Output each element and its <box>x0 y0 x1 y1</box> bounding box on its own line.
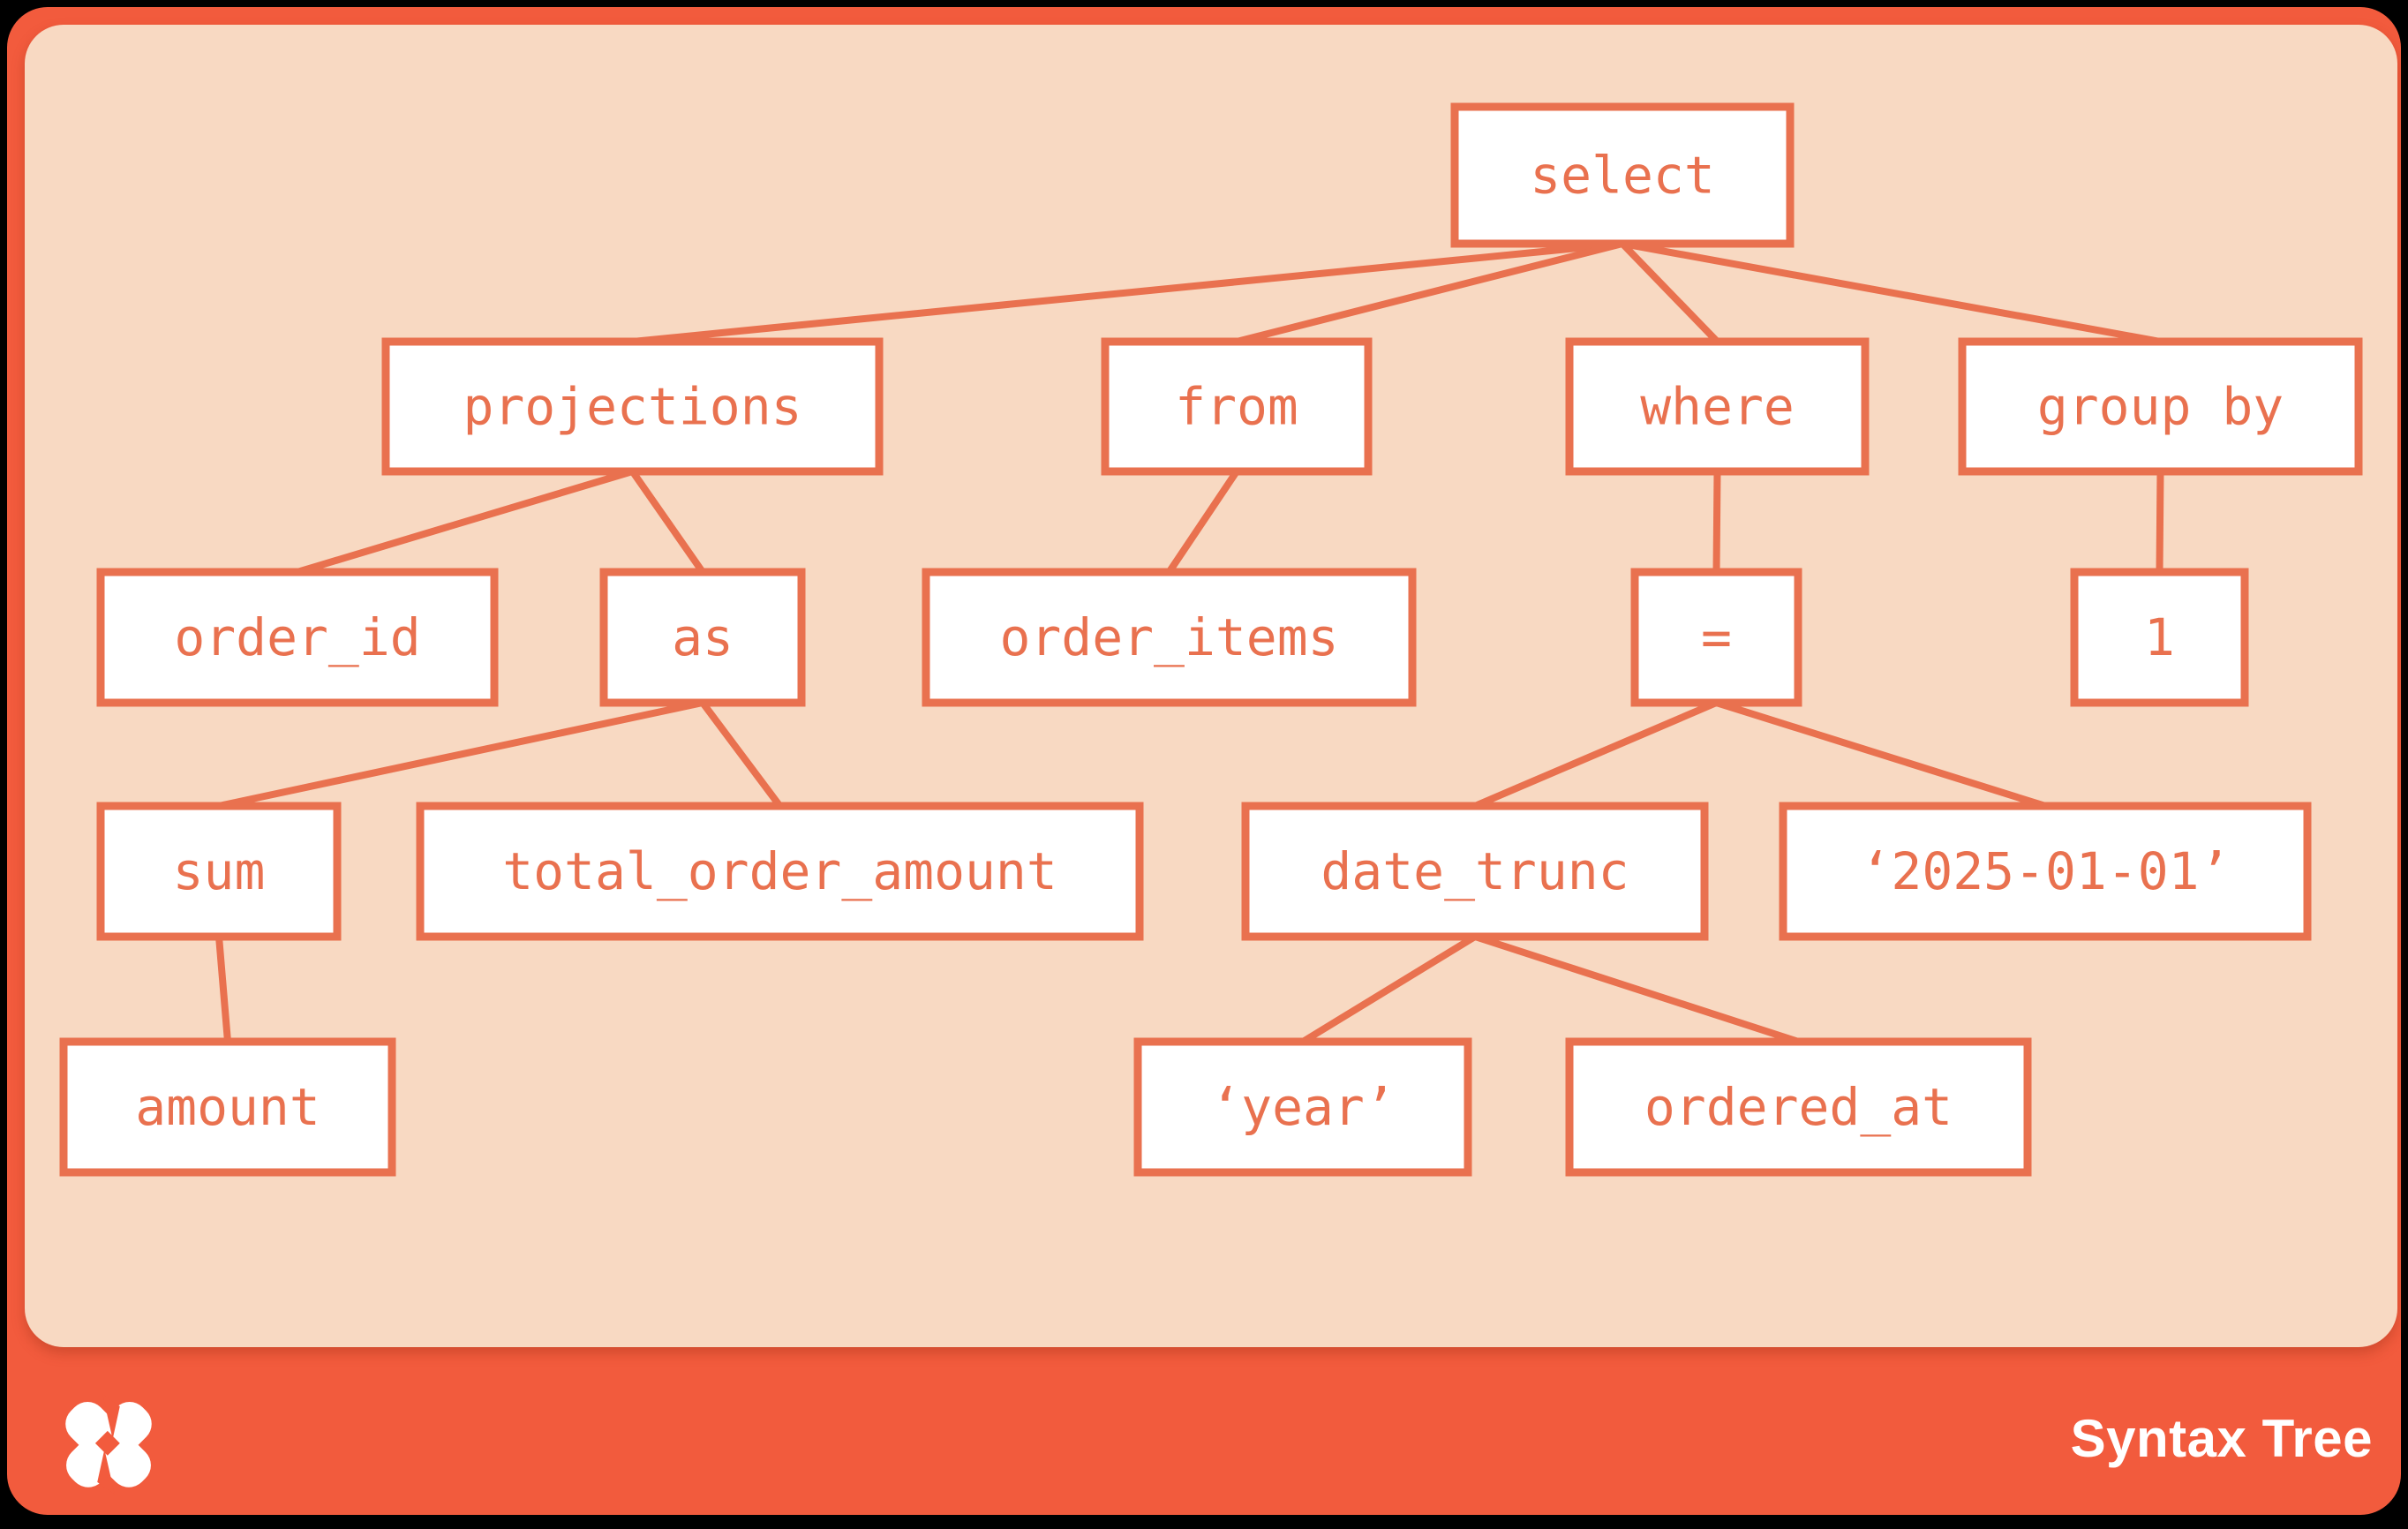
tree-node-total-order-amount: total_order_amount <box>416 802 1144 941</box>
node-label: amount <box>135 1077 320 1137</box>
node-box <box>96 568 499 707</box>
tree-edge-date-trunc-ordered-at <box>1473 933 1800 1045</box>
node-label: ‘2025-01-01’ <box>1860 841 2230 901</box>
tree-node-order-id: order_id <box>96 568 499 707</box>
tree-node-amount: amount <box>59 1037 396 1177</box>
node-label: group by <box>2037 377 2284 437</box>
tree-node-from: from <box>1101 337 1373 476</box>
tree-edge-select-projections <box>632 240 1623 345</box>
node-label: order_items <box>999 607 1338 667</box>
node-box <box>1630 568 1802 707</box>
tree-edge-projections-order-id <box>296 468 634 576</box>
tree-node-date-literal: ‘2025-01-01’ <box>1779 802 2312 941</box>
tree-edge-group-by-one <box>2156 471 2164 573</box>
tree-node-where: where <box>1565 337 1870 476</box>
tree-node-eq: = <box>1630 568 1802 707</box>
node-label: order_id <box>174 607 420 667</box>
tree-node-order-items: order_items <box>922 568 1417 707</box>
node-label: from <box>1175 377 1298 437</box>
tree-node-group-by: group by <box>1958 337 2363 476</box>
node-label: where <box>1640 377 1795 437</box>
tree-edge-sum-amount <box>215 936 231 1043</box>
tree-node-date-trunc: date_trunc <box>1241 802 1709 941</box>
node-box <box>1779 802 2312 941</box>
node-label: total_order_amount <box>502 841 1057 901</box>
tree-edge-select-from <box>1236 240 1623 345</box>
node-box <box>59 1037 396 1177</box>
node-box <box>1450 102 1795 248</box>
node-box <box>599 568 806 707</box>
node-box <box>1958 337 2363 476</box>
footer-title: Syntax Tree <box>2070 1409 2373 1468</box>
node-box <box>1565 1037 2032 1177</box>
node-label: select <box>1530 146 1715 206</box>
tree-node-one: 1 <box>2070 568 2249 707</box>
node-box <box>1565 337 1870 476</box>
node-box <box>1133 1037 1472 1177</box>
dbt-logo-icon <box>65 1394 152 1495</box>
tree-edge-select-group-by <box>1622 240 2162 345</box>
tree-node-select: select <box>1450 102 1795 248</box>
tree-node-ordered-at: ordered_at <box>1565 1037 2032 1177</box>
tree-node-projections: projections <box>381 337 884 476</box>
tree-edge-as-total-order-amount <box>699 700 783 809</box>
syntax-tree-svg: select projections from where group by order_… <box>59 102 2363 1177</box>
tree-edge-where-eq <box>1712 471 1721 573</box>
tree-node-as: as <box>599 568 806 707</box>
tree-edge-projections-as <box>629 469 706 575</box>
node-label: = <box>1701 607 1732 667</box>
node-label: ‘year’ <box>1210 1077 1396 1137</box>
node-box <box>96 802 342 941</box>
tree-node-sum: sum <box>96 802 342 941</box>
tree-edge-as-sum <box>218 699 704 810</box>
node-box <box>381 337 884 476</box>
tree-edge-date-trunc-year-literal <box>1300 933 1478 1045</box>
node-label: as <box>672 607 734 667</box>
node-label: ordered_at <box>1644 1077 1953 1137</box>
tree-edge-from-order-items <box>1166 469 1240 575</box>
node-label: projections <box>463 377 801 437</box>
node-box <box>1241 802 1709 941</box>
tree-node-year-literal: ‘year’ <box>1133 1037 1472 1177</box>
tree-edge-eq-date-literal <box>1715 699 2047 810</box>
node-box <box>1101 337 1373 476</box>
node-label: date_trunc <box>1321 841 1629 901</box>
node-box <box>922 568 1417 707</box>
node-label: 1 <box>2144 607 2175 667</box>
node-box <box>2070 568 2249 707</box>
node-box <box>416 802 1144 941</box>
node-label: sum <box>173 841 266 901</box>
tree-edge-eq-date-trunc <box>1473 699 1719 810</box>
tree-edge-select-where <box>1620 241 1720 344</box>
diagram-card: select projections from where group by order_… <box>7 7 2401 1515</box>
